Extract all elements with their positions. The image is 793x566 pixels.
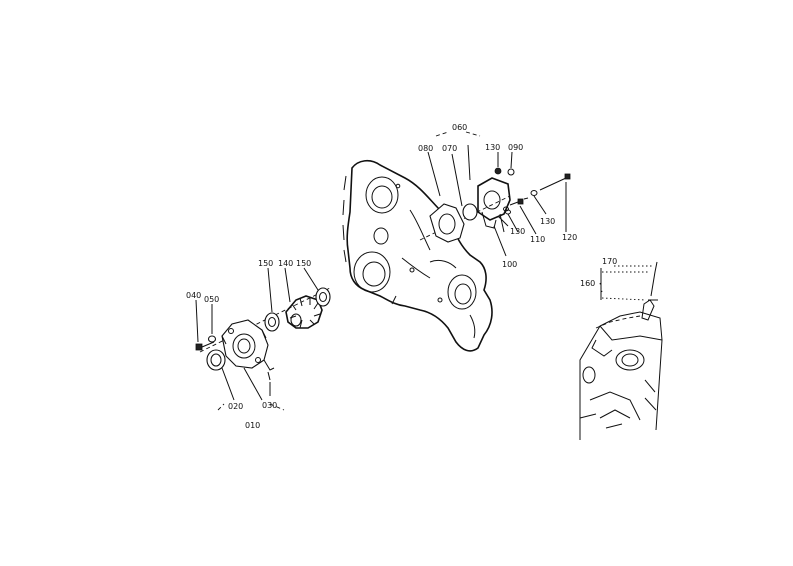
label-040: 040 bbox=[186, 291, 201, 300]
label-130-top: 130 bbox=[485, 143, 500, 152]
label-110: 110 bbox=[530, 235, 545, 244]
label-090: 090 bbox=[508, 143, 523, 152]
label-130-mid: 130 bbox=[510, 227, 525, 236]
label-140: 140 bbox=[278, 259, 293, 268]
dowel-pin bbox=[267, 371, 271, 381]
label-160: 160 bbox=[580, 279, 595, 288]
front-cover-assembly bbox=[429, 167, 571, 243]
label-150-left: 150 bbox=[258, 259, 273, 268]
label-100: 100 bbox=[502, 260, 517, 269]
label-050: 050 bbox=[204, 295, 219, 304]
label-010: 010 bbox=[245, 421, 260, 430]
label-060: 060 bbox=[452, 123, 467, 132]
label-070: 070 bbox=[442, 144, 457, 153]
label-120: 120 bbox=[562, 233, 577, 242]
oil-seal-ring bbox=[206, 349, 226, 371]
label-150-right: 150 bbox=[296, 259, 311, 268]
label-080: 080 bbox=[418, 144, 433, 153]
label-020: 020 bbox=[228, 402, 243, 411]
engine-block-corner bbox=[579, 261, 663, 440]
bolt-and-washer bbox=[195, 335, 217, 351]
part-labels: 010 020 030 040 050 060 070 080 090 100 … bbox=[186, 123, 617, 430]
idler-gear-assembly bbox=[264, 287, 331, 332]
label-130-right: 130 bbox=[540, 217, 555, 226]
gear-case-housing bbox=[342, 159, 493, 352]
label-030: 030 bbox=[262, 401, 277, 410]
leader-lines bbox=[195, 131, 652, 411]
pump-body-assembly bbox=[221, 319, 275, 371]
label-170: 170 bbox=[602, 257, 617, 266]
